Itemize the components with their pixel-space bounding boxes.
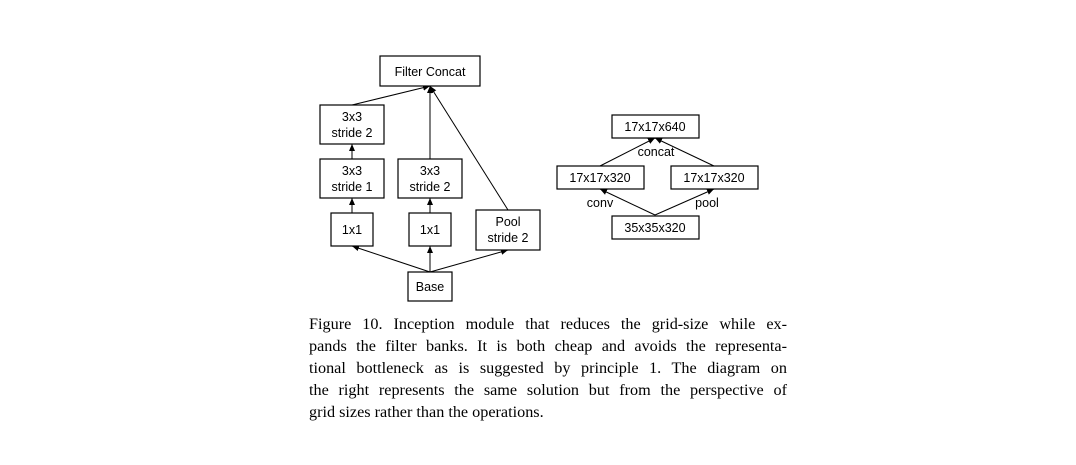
node-label-line2: stride 2 <box>488 231 529 245</box>
right-edges <box>599 137 715 216</box>
caption-line: tional bottleneck as is suggested by pri… <box>309 359 787 377</box>
node-label: 17x17x320 <box>569 171 630 185</box>
edge-mid-right-to-top <box>654 137 715 167</box>
node-label: 1x1 <box>342 223 362 237</box>
node-filter-concat: Filter Concat <box>379 55 481 87</box>
node-branch1-3x3-stride2: 3x3 stride 2 <box>319 104 385 145</box>
node-label: 1x1 <box>420 223 440 237</box>
edge-bottom-to-mid-right <box>654 188 715 216</box>
node-grid-17x17x640: 17x17x640 <box>611 114 700 139</box>
edge-label-concat: concat <box>638 145 675 159</box>
node-grid-17x17x320-left: 17x17x320 <box>556 165 645 190</box>
edge-label-conv: conv <box>587 196 614 210</box>
node-label-line1: Pool <box>495 215 520 229</box>
caption-line: grid sizes rather than the operations. <box>309 403 544 421</box>
left-edges <box>349 84 509 273</box>
node-grid-17x17x320-right: 17x17x320 <box>670 165 759 190</box>
edge-bottom-to-mid-left <box>599 188 656 216</box>
figure-caption: Figure 10. Inception module that reduces… <box>309 313 787 423</box>
node-label: Base <box>416 280 445 294</box>
node-label-line2: stride 2 <box>410 180 451 194</box>
edge-pool-to-concat <box>429 85 509 211</box>
node-branch2-1x1: 1x1 <box>408 212 452 247</box>
node-filter-concat-label: Filter Concat <box>395 65 466 79</box>
caption-line: the right represents the same solution b… <box>309 381 787 399</box>
edge-mid-left-to-top <box>599 137 656 167</box>
node-label-line1: 3x3 <box>420 164 440 178</box>
edge-label-pool: pool <box>695 196 719 210</box>
edge-base-to-pool <box>429 249 509 273</box>
caption-line: pands the filter banks. It is both cheap… <box>309 337 787 355</box>
node-pool-stride2: Pool stride 2 <box>475 209 541 251</box>
node-label-line1: 3x3 <box>342 164 362 178</box>
node-label: 35x35x320 <box>624 221 685 235</box>
node-label-line2: stride 2 <box>332 126 373 140</box>
edge-b1-to-concat <box>351 84 431 106</box>
node-branch2-3x3-stride2: 3x3 stride 2 <box>397 158 463 199</box>
node-branch1-3x3-stride1: 3x3 stride 1 <box>319 158 385 199</box>
node-base: Base <box>407 271 453 302</box>
edge-base-to-b1-1x1 <box>351 245 431 273</box>
node-label-line1: 3x3 <box>342 110 362 124</box>
node-label-line2: stride 1 <box>332 180 373 194</box>
caption-line: Figure 10. Inception module that reduces… <box>309 315 787 333</box>
node-label: 17x17x320 <box>683 171 744 185</box>
node-label: 17x17x640 <box>624 120 685 134</box>
node-grid-35x35x320: 35x35x320 <box>611 215 700 240</box>
node-branch1-1x1: 1x1 <box>330 212 374 247</box>
